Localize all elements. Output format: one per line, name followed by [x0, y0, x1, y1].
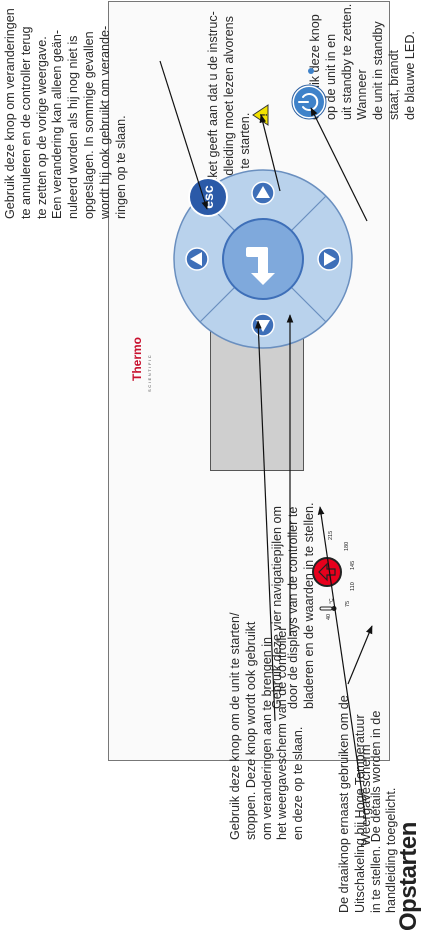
- arrow-to-screen: [317, 506, 367, 822]
- navigation-pad: [173, 169, 353, 349]
- arrow-up-icon: [190, 252, 202, 266]
- knob-arrow-icon: [318, 562, 336, 582]
- dial-tick: 40: [326, 614, 332, 620]
- dial-tick: 215: [328, 531, 334, 540]
- power-icon: [298, 93, 319, 111]
- enter-icon: [246, 247, 275, 285]
- arrow-to-esc: [159, 60, 208, 210]
- arrow-up-button[interactable]: [185, 247, 209, 271]
- dial-scale: 40 75 110 145 180 215: [326, 531, 356, 620]
- arrow-to-dial: [347, 625, 373, 685]
- esc-button[interactable]: esc: [188, 177, 228, 217]
- dial-tick: 75: [345, 601, 351, 607]
- callout-arrows: [159, 60, 373, 822]
- dial-tick: 180: [344, 542, 350, 551]
- arrow-down-button[interactable]: [317, 247, 341, 271]
- arrow-left-button[interactable]: [251, 313, 275, 337]
- temperature-dial: 40 75 110 145 180 215 °C: [312, 531, 356, 620]
- arrow-down-icon: [324, 252, 336, 266]
- svg-text:!: !: [259, 113, 270, 116]
- arrow-to-warning: [259, 114, 281, 192]
- arrow-right-button[interactable]: [251, 181, 275, 205]
- arrow-right-icon: [256, 186, 270, 198]
- dial-unit: °C: [329, 598, 335, 604]
- dial-tick: 110: [350, 582, 356, 591]
- arrow-to-standby: [310, 107, 368, 222]
- arrow-to-enter: [254, 320, 276, 722]
- dial-tick: 145: [350, 561, 356, 570]
- standby-button[interactable]: [291, 84, 327, 120]
- esc-label: esc: [200, 185, 216, 209]
- standby-led: [308, 68, 314, 74]
